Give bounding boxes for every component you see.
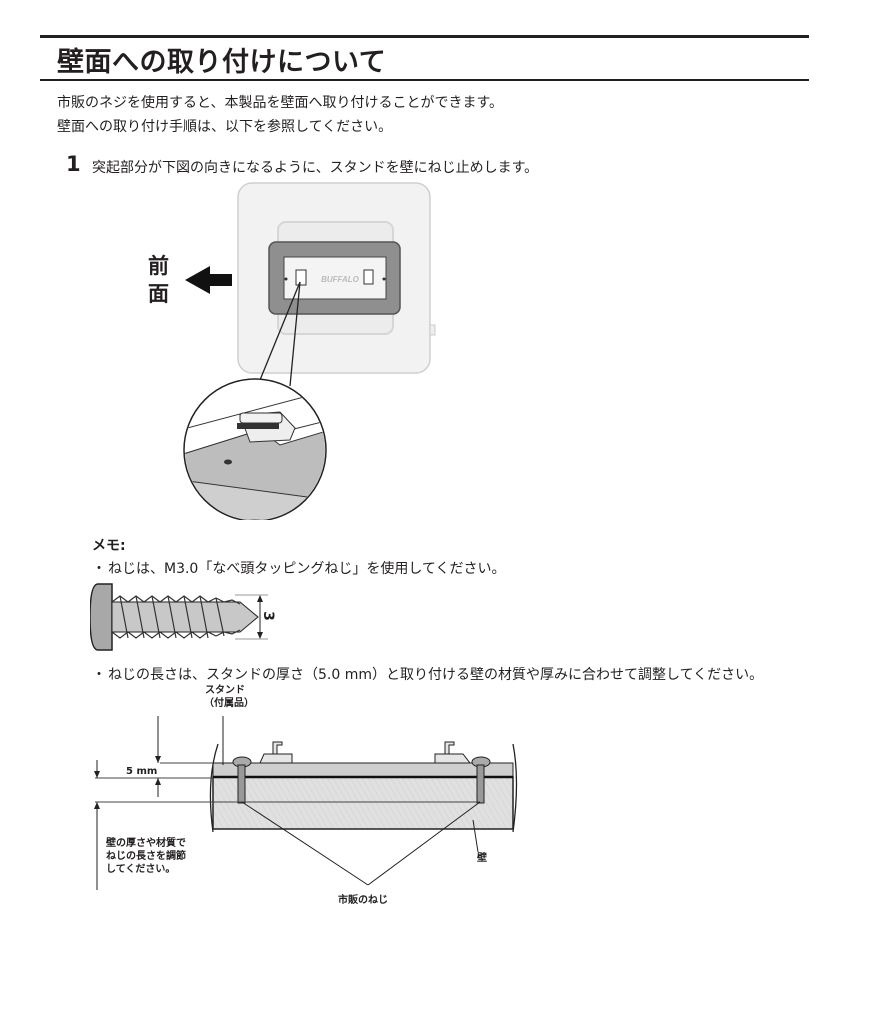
- memo-item-text: ねじの長さは、スタンドの厚さ（5.0 mm）と取り付ける壁の材質や厚みに合わせて…: [108, 667, 764, 683]
- memo-item-1: ・ねじは、M3.0「なべ頭タッピングねじ」を使用してください。: [92, 558, 506, 578]
- page-title: 壁面への取り付けについて: [57, 47, 387, 78]
- front-label: 前面: [148, 254, 169, 306]
- title-bottom-rule: [40, 79, 809, 81]
- memo-heading: メモ:: [92, 538, 126, 554]
- stand-hook-left: [259, 741, 293, 764]
- title-top-rule: [40, 35, 809, 38]
- note-line-1: 壁の厚さや材質で: [106, 838, 186, 849]
- step-text: 突起部分が下図の向きになるように、スタンドを壁にねじ止めします。: [92, 160, 539, 176]
- intro-line-2: 壁面への取り付け手順は、以下を参照してください。: [57, 119, 393, 135]
- step-number: 1: [66, 152, 81, 176]
- mount-figure: BUFFALO: [183, 182, 436, 520]
- note-line-2: ねじの長さを調節: [106, 851, 186, 862]
- memo-item-2: ・ねじの長さは、スタンドの厚さ（5.0 mm）と取り付ける壁の材質や厚みに合わせ…: [92, 664, 763, 684]
- intro-line-1: 市販のネジを使用すると、本製品を壁面へ取り付けることができます。: [57, 95, 504, 111]
- stand-label-2: （付属品）: [204, 698, 254, 709]
- bullet-mark: ・: [92, 667, 106, 683]
- detail-magnifier: [183, 378, 327, 520]
- thickness-label: 5 mm: [126, 766, 158, 777]
- screw-dimension-label: 3: [259, 611, 276, 621]
- wall-mount-diagram: [94, 716, 518, 890]
- screw-right-icon: [471, 756, 491, 804]
- brand-logo: BUFFALO: [321, 275, 360, 284]
- screw-figure: [90, 583, 268, 651]
- stand-label-1: スタンド: [205, 685, 245, 696]
- bullet-mark: ・: [92, 561, 106, 577]
- screw-left-icon: [232, 756, 252, 804]
- wall-label: 壁: [477, 853, 487, 864]
- stand-hook-right: [434, 741, 472, 764]
- front-arrow-icon: [185, 266, 232, 294]
- screw-label: 市販のねじ: [338, 895, 388, 906]
- note-line-3: してください。: [106, 864, 176, 875]
- memo-item-text: ねじは、M3.0「なべ頭タッピングねじ」を使用してください。: [108, 561, 506, 577]
